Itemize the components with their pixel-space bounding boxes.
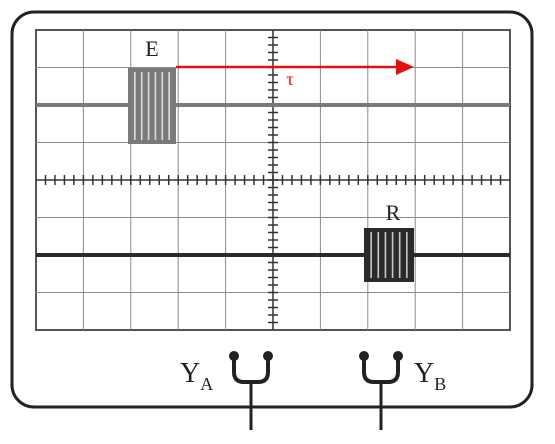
ya-label: YA bbox=[180, 358, 213, 394]
yb-terminal-right[interactable] bbox=[393, 351, 403, 361]
upper-pulse-stripes bbox=[134, 72, 170, 140]
upper-trace-label: E bbox=[145, 36, 158, 61]
delay-arrow: τ bbox=[176, 59, 414, 89]
ya-terminal-right[interactable] bbox=[263, 351, 273, 361]
upper-trace: E bbox=[36, 36, 510, 144]
yb-terminal-left[interactable] bbox=[359, 351, 369, 361]
lower-pulse-stripes bbox=[370, 232, 408, 278]
lower-trace: R bbox=[36, 200, 510, 282]
delay-arrow-head bbox=[396, 59, 414, 75]
delay-label: τ bbox=[286, 69, 293, 89]
yb-label: YB bbox=[414, 358, 446, 394]
lower-trace-label: R bbox=[386, 200, 401, 225]
upper-pulse bbox=[128, 68, 176, 144]
lower-pulse bbox=[364, 228, 414, 282]
ya-terminal-left[interactable] bbox=[229, 351, 239, 361]
input-yb[interactable]: YB bbox=[359, 351, 446, 430]
input-ya[interactable]: YA bbox=[180, 351, 273, 430]
